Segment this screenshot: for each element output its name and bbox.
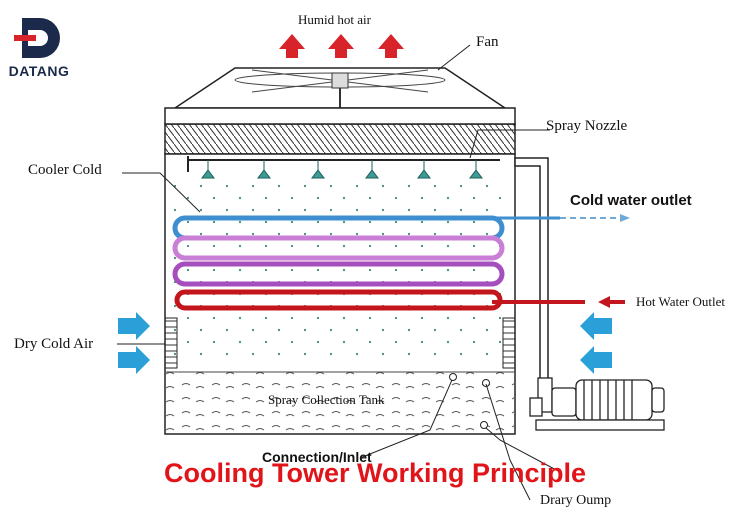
cold-water-outlet-label: Cold water outlet: [570, 192, 692, 209]
left-air-inlet-louver: [164, 317, 178, 369]
spray-nozzle-icon: [201, 160, 483, 179]
hot-water-outlet-arrow: [598, 296, 625, 308]
humid-hot-air-label: Humid hot air: [298, 12, 371, 27]
spray-nozzle-label: Spray Nozzle: [546, 118, 628, 134]
coil-warm: [172, 261, 505, 287]
dry-cold-air-label: Dry Cold Air: [14, 336, 94, 352]
drift-eliminator: [164, 123, 516, 155]
drain-port: [480, 421, 488, 429]
right-air-inlet-louver: [502, 317, 516, 369]
page-title: Cooling Tower Working Principle: [163, 458, 587, 488]
coil-hot: [174, 289, 585, 311]
hot-water-outlet-label: Hot Water Outlet: [636, 294, 725, 309]
fan-label: Fan: [476, 34, 499, 50]
spray-collection-tank-label: Spray Collection Tank: [268, 392, 385, 407]
drain-pump-label: Drary Oump: [540, 493, 612, 508]
brand-name: DATANG: [8, 63, 70, 79]
spray-collection-tank: [166, 372, 514, 434]
datang-logo-icon: [14, 18, 60, 58]
cooler-cold-label: Cooler Cold: [28, 162, 102, 178]
connection-inlet-port: [449, 373, 457, 381]
cold-water-outlet-arrow: [560, 214, 630, 222]
pump-icon: [529, 377, 665, 431]
leader-lines: [117, 44, 561, 501]
dry-cold-air-arrows-right: [580, 312, 612, 374]
dry-cold-air-arrows-left: [118, 312, 150, 374]
coil-mid: [172, 235, 505, 261]
fan-housing: [172, 67, 508, 109]
hot-air-arrows: [279, 34, 404, 58]
spray-header: [187, 156, 500, 179]
riser-pipe: [514, 157, 549, 383]
connection-inlet-label: Connection/Inlet: [262, 449, 372, 465]
